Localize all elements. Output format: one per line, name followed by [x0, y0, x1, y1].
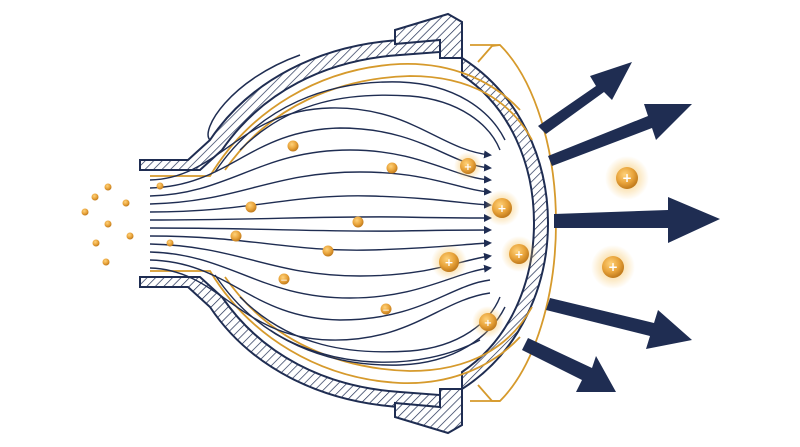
emission-arrow-icon — [522, 338, 616, 392]
inner-liner — [150, 44, 557, 402]
incoming-particle — [91, 193, 99, 201]
incoming-particle — [81, 208, 89, 216]
positive-ion — [439, 252, 459, 272]
incoming-particles — [81, 182, 174, 266]
positive-ion — [492, 198, 512, 218]
flow-line-11 — [149, 259, 491, 321]
liner-arc-1 — [150, 63, 521, 177]
emission-arrow-icon — [554, 197, 720, 243]
chamber-particle — [380, 303, 392, 315]
flow-line-8 — [149, 235, 492, 251]
outer-shell-outline — [207, 54, 301, 141]
flow-line-12 — [149, 267, 491, 341]
flow-line-4 — [149, 171, 492, 205]
emitted-ion — [616, 167, 638, 189]
flow-line-1 — [149, 107, 492, 181]
positive-sign: + — [444, 256, 453, 269]
chamber-particle — [245, 201, 257, 213]
positive-ion — [479, 313, 497, 331]
incoming-particle — [92, 239, 100, 247]
incoming-particle — [104, 183, 112, 191]
flow-line-6 — [149, 213, 492, 222]
flow-line-14 — [214, 274, 506, 366]
positive-ion — [460, 158, 476, 174]
emission-arrow-icon — [546, 298, 692, 349]
chamber-particle — [322, 245, 334, 257]
flow-line-2 — [149, 127, 492, 189]
flow-line-3 — [149, 149, 492, 197]
exit-grid-plate — [461, 56, 550, 391]
bottom-flange — [394, 388, 463, 435]
shell-bottom-wall — [139, 276, 441, 411]
emission-arrow-icon — [538, 62, 632, 134]
positive-sign: + — [608, 260, 618, 274]
chamber-particle — [230, 230, 242, 242]
chamber-shell — [139, 12, 550, 435]
chamber-particle — [352, 216, 364, 228]
flow-line-13 — [214, 81, 506, 173]
flow-line-5 — [149, 195, 492, 213]
liner-arc-4 — [224, 276, 533, 372]
incoming-particle — [126, 232, 134, 240]
emission-arrow-icon — [548, 104, 692, 166]
flow-line-7 — [149, 226, 492, 235]
chamber-particle — [278, 273, 290, 285]
positive-sign: + — [514, 248, 523, 261]
positive-sign: + — [497, 202, 506, 215]
incoming-particle — [166, 239, 174, 247]
liner-arc-6 — [477, 44, 501, 63]
chamber-particle — [287, 140, 299, 152]
chamber-particles: − − — [230, 140, 398, 316]
positive-ion — [509, 244, 529, 264]
incoming-particle — [122, 199, 130, 207]
flow-line-17 — [269, 329, 481, 363]
emission-arrows — [522, 62, 720, 392]
positive-ions: + + + + + + + — [431, 152, 649, 338]
negative-sign: − — [280, 276, 288, 286]
incoming-particle — [156, 182, 164, 190]
incoming-particle — [104, 220, 112, 228]
chamber-particle — [386, 162, 398, 174]
liner-arc-2 — [150, 270, 521, 384]
top-flange — [394, 12, 463, 59]
positive-sign: + — [622, 171, 632, 185]
flow-line-15 — [239, 94, 501, 151]
negative-sign: − — [382, 306, 390, 316]
positive-sign: + — [464, 162, 472, 173]
liner-arc-7 — [477, 384, 500, 402]
emitted-ion — [602, 256, 624, 278]
incoming-particle — [102, 258, 110, 266]
positive-sign: + — [484, 318, 492, 329]
flow-lines — [149, 81, 506, 366]
liner-arc-3 — [224, 75, 533, 171]
